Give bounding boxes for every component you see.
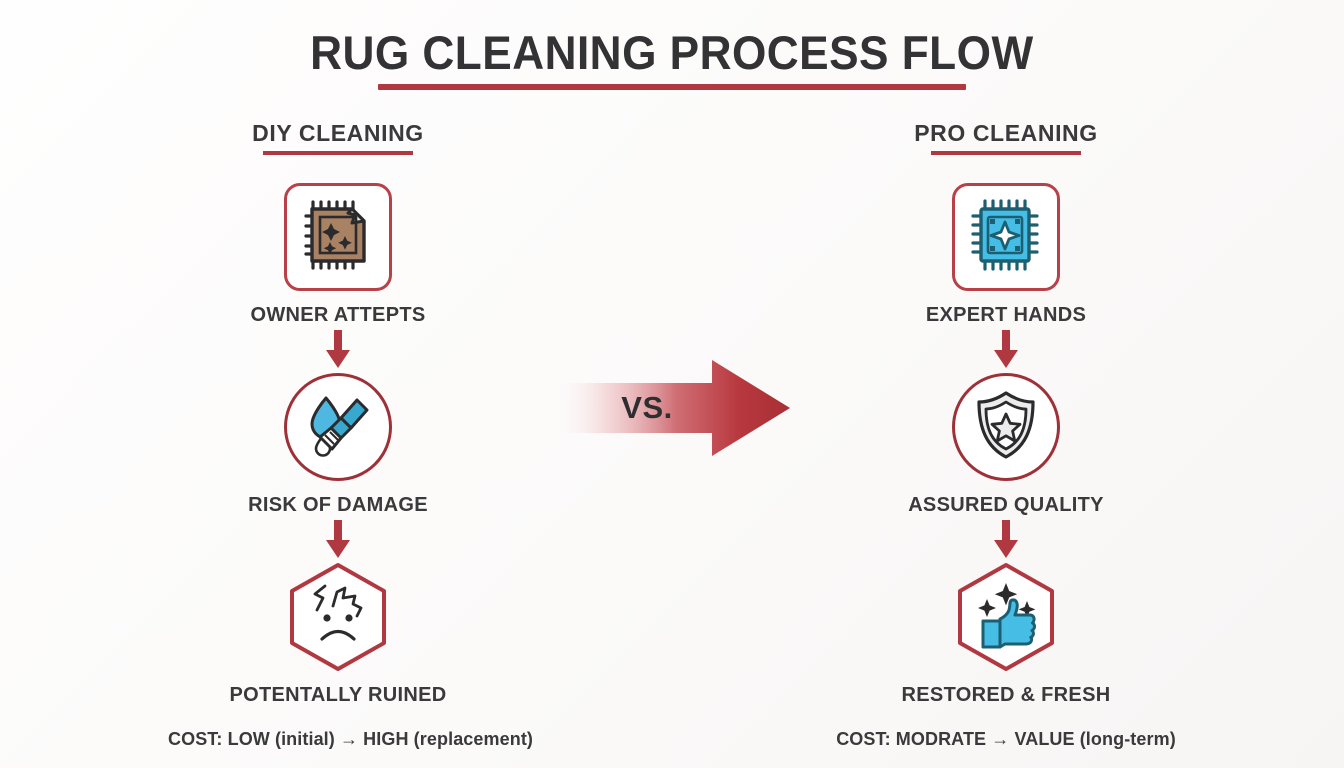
step-expert-hands[interactable]: EXPERT HANDS [836,183,1176,327]
badge-frame-square [284,183,392,291]
step-assured-quality[interactable]: ASSURED QUALITY [836,373,1176,517]
down-arrow-icon [994,520,1018,558]
clean-rug-icon [968,196,1044,279]
step-label-expert-hands: EXPERT HANDS [925,304,1087,326]
column-diy-heading-text: DIY CLEANING [252,120,424,146]
page-title: RUG CLEANING PROCESS FLOW [0,26,1344,91]
down-arrow-icon [326,330,350,368]
step-label-assured-quality: ASSURED QUALITY [908,494,1104,516]
badge-frame-square [952,183,1060,291]
title-underline [378,84,966,91]
step-label-restored-fresh: RESTORED & FRESH [901,684,1111,706]
column-diy: DIY CLEANING [168,120,534,750]
versus-label: VS. [621,390,673,425]
column-pro-heading: PRO CLEANING [836,120,1176,155]
step-potentially-ruined[interactable]: POTENTALLY RUINED [168,563,508,707]
cost-line-pro: COST: MODRATE → VALUE (long-term) [836,729,1176,749]
down-arrow-icon [326,520,350,558]
column-pro: PRO CLEANING [836,120,1176,750]
column-diy-heading-underline [263,151,413,155]
page-title-text: RUG CLEANING PROCESS FLOW [310,26,1034,79]
step-owner-attempts[interactable]: OWNER ATTEPTS [168,183,508,327]
versus-arrow: VS. [554,356,790,460]
step-label-risk-of-damage: RISK OF DAMAGE [248,494,428,516]
step-label-owner-attempts: OWNER ATTEPTS [250,304,426,326]
sad-face-crack-icon [303,582,373,653]
badge-frame-hexagon [284,563,392,671]
column-pro-heading-text: PRO CLEANING [914,120,1098,146]
cost-line-diy: COST: LOW (initial) → HIGH (replacement) [168,729,534,749]
connector-arrow-diy-1 [168,327,508,373]
column-diy-heading: DIY CLEANING [168,120,508,155]
down-arrow-icon [994,330,1018,368]
connector-arrow-pro-1 [836,327,1176,373]
connector-arrow-diy-2 [168,517,508,563]
water-brush-icon [301,388,375,467]
thumbs-up-sparkle-icon [970,579,1042,656]
badge-frame-circle [952,373,1060,481]
step-risk-of-damage[interactable]: RISK OF DAMAGE [168,373,508,517]
step-restored-fresh[interactable]: RESTORED & FRESH [836,563,1176,707]
badge-frame-hexagon [952,563,1060,671]
right-arrow-icon [554,360,790,456]
badge-frame-circle [284,373,392,481]
connector-arrow-pro-2 [836,517,1176,563]
hexagon-outline [290,563,386,671]
damaged-rug-icon [300,196,376,279]
shield-star-icon [973,389,1039,466]
step-label-potentially-ruined: POTENTALLY RUINED [229,684,447,706]
column-pro-heading-underline [931,151,1081,155]
